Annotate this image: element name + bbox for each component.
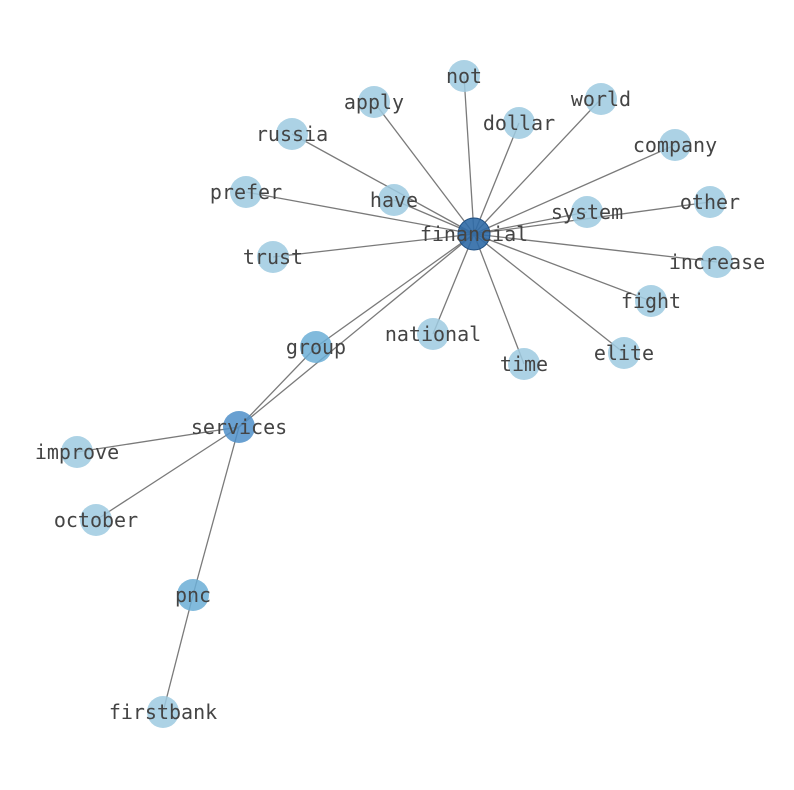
node-label-improve: improve (35, 440, 119, 464)
edge-group-services (238, 346, 317, 428)
node-label-increase: increase (669, 250, 765, 274)
node-label-national: national (385, 322, 481, 346)
node-improve (61, 436, 93, 468)
node-trust (257, 241, 289, 273)
node-label-group: group (286, 335, 346, 359)
edge-financial-russia (291, 133, 475, 235)
node-label-world: world (571, 87, 631, 111)
node-label-dollar: dollar (483, 111, 555, 135)
node-system (571, 196, 603, 228)
node-label-russia: russia (256, 122, 328, 146)
node-october (80, 504, 112, 536)
node-label-pnc: pnc (175, 583, 211, 607)
edge-pnc-firstbank (162, 594, 194, 713)
node-increase (701, 246, 733, 278)
edge-financial-elite (473, 233, 625, 354)
node-not (448, 60, 480, 92)
node-label-trust: trust (243, 245, 303, 269)
edge-financial-time (473, 233, 525, 365)
node-label-time: time (500, 352, 548, 376)
node-other (694, 186, 726, 218)
node-label-firstbank: firstbank (109, 700, 217, 724)
edge-financial-increase (473, 233, 718, 263)
node-national (417, 318, 449, 350)
edge-financial-fight (473, 233, 652, 302)
node-elite (608, 337, 640, 369)
edge-financial-not (463, 75, 475, 235)
edge-services-pnc (192, 426, 240, 596)
node-firstbank (147, 696, 179, 728)
node-prefer (230, 176, 262, 208)
node-financial (457, 217, 491, 251)
node-label-apply: apply (344, 90, 404, 114)
node-label-october: october (54, 508, 138, 532)
node-company (659, 129, 691, 161)
node-apply (358, 86, 390, 118)
node-label-elite: elite (594, 341, 654, 365)
node-label-other: other (680, 190, 740, 214)
edge-financial-national (432, 233, 475, 335)
edge-layer (76, 75, 718, 713)
node-time (508, 348, 540, 380)
edge-financial-trust (272, 233, 475, 258)
edge-services-improve (76, 426, 240, 453)
node-label-prefer: prefer (210, 180, 282, 204)
edge-financial-company (473, 144, 676, 235)
node-label-have: have (370, 188, 418, 212)
edge-financial-prefer (245, 191, 475, 235)
node-label-not: not (446, 64, 482, 88)
node-label-services: services (191, 415, 287, 439)
node-services (223, 411, 255, 443)
node-russia (276, 118, 308, 150)
node-dollar (503, 107, 535, 139)
node-have (378, 184, 410, 216)
edge-financial-apply (373, 101, 475, 235)
node-layer (61, 60, 733, 728)
edge-financial-dollar (473, 122, 520, 235)
node-label-fight: fight (621, 289, 681, 313)
node-label-company: company (633, 133, 717, 157)
label-layer: financial not apply dollar world russia compan… (35, 64, 765, 724)
node-group (300, 331, 332, 363)
edge-financial-services (238, 233, 475, 428)
edge-financial-group (315, 233, 475, 348)
node-pnc (177, 579, 209, 611)
edge-financial-world (473, 98, 602, 235)
edge-services-october (95, 426, 240, 521)
node-label-financial: financial (420, 222, 528, 246)
node-world (585, 83, 617, 115)
node-fight (635, 285, 667, 317)
node-label-system: system (551, 200, 623, 224)
edge-financial-system (473, 211, 588, 235)
